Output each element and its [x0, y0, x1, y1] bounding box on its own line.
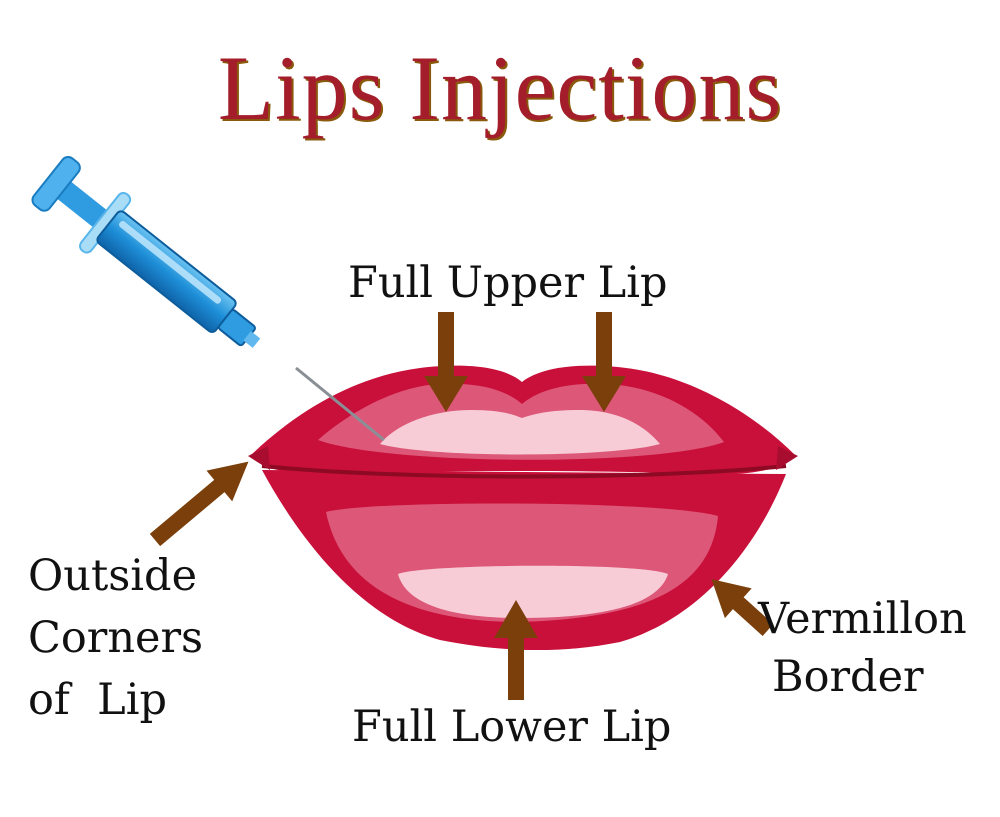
- syringe-tip-end: [243, 331, 261, 348]
- label-outside-corners-line-3: of Lip: [28, 675, 167, 725]
- arrows: [149, 312, 774, 700]
- lip-corner-left: [248, 446, 270, 470]
- lower-lip-arrow: [494, 600, 538, 700]
- syringe-needle: [295, 366, 385, 442]
- syringe-barrel-shine: [119, 220, 222, 304]
- label-vermillon-border-line-2: Border: [772, 652, 924, 702]
- outside-corners-arrow: [149, 461, 249, 547]
- label-outside-corners: Outside Corners of Lip: [28, 545, 248, 731]
- label-full-lower-lip: Full Lower Lip: [352, 702, 672, 752]
- upper-lip-arrow-left: [424, 312, 468, 412]
- label-full-upper-lip: Full Upper Lip: [348, 258, 668, 308]
- mouth-line: [261, 464, 787, 479]
- title-text: Lips Injections: [217, 37, 783, 139]
- lip-corner-right: [776, 446, 798, 470]
- lips-illustration: [248, 365, 798, 651]
- label-outside-corners-line-2: Corners: [28, 613, 204, 663]
- label-vermillon-border: Vermillon Border: [758, 590, 998, 706]
- page-title: Lips Injections: [0, 42, 1000, 134]
- upper-lip-highlight: [380, 410, 660, 455]
- syringe-thumb-pad: [31, 156, 81, 212]
- lower-lip-highlight: [398, 565, 668, 618]
- label-vermillon-border-line-1: Vermillon: [758, 594, 967, 644]
- syringe-barrel: [96, 210, 237, 333]
- vermillon-border-arrow: [711, 579, 774, 636]
- syringe-icon: [31, 156, 385, 442]
- label-outside-corners-line-1: Outside: [28, 551, 198, 601]
- upper-lip-arrow-right: [582, 312, 626, 412]
